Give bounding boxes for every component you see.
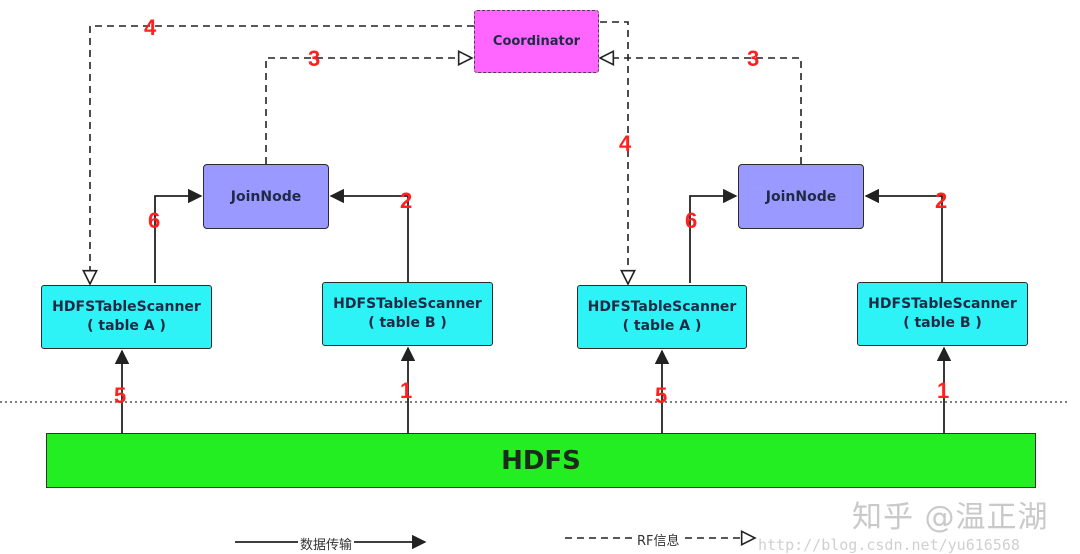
step-2-right: 2: [935, 188, 948, 213]
scanner-table-b-right: HDFSTableScanner ( table B ): [857, 282, 1028, 346]
edge-scanner-b-to-join-left: [329, 188, 409, 282]
step-3-right: 3: [747, 46, 760, 71]
edge-coordinator-to-scanner-a-left: [90, 25, 474, 284]
edge-coordinator-to-scanner-a-right: [600, 21, 628, 284]
step-5-right: 5: [655, 383, 668, 408]
step-6-right: 6: [685, 208, 698, 233]
edge-join-right-to-coordinator: [600, 58, 802, 164]
legend-data-transfer: 数据传输: [298, 534, 355, 553]
edge-scanner-a-to-join-right: [689, 188, 738, 283]
edge-scanner-b-to-join-right: [864, 188, 943, 282]
step-1-left: 1: [400, 378, 413, 403]
coordinator-node: Coordinator: [474, 10, 599, 73]
scanner-table-a-right: HDFSTableScanner ( table A ): [577, 285, 747, 349]
step-4-left: 4: [144, 15, 157, 40]
blog-url-watermark: http://blog.csdn.net/yu616568: [758, 536, 1020, 554]
edge-join-left-to-coordinator: [265, 58, 472, 164]
joinnode-left: JoinNode: [203, 164, 329, 229]
step-4-right: 4: [619, 131, 632, 156]
step-6-left: 6: [148, 208, 161, 233]
legend-rf-info: RF信息: [635, 530, 682, 549]
step-5-left: 5: [114, 383, 127, 408]
scanner-table-b-left: HDFSTableScanner ( table B ): [322, 282, 493, 346]
edge-scanner-a-to-join-left: [154, 188, 203, 283]
step-3-left: 3: [308, 46, 321, 71]
hdfs-block: HDFS: [46, 433, 1036, 488]
step-1-right: 1: [937, 378, 950, 403]
scanner-table-a-left: HDFSTableScanner ( table A ): [41, 285, 212, 349]
step-2-left: 2: [400, 188, 413, 213]
zhihu-watermark: 知乎 @温正湖: [852, 500, 1049, 535]
joinnode-right: JoinNode: [738, 164, 864, 229]
